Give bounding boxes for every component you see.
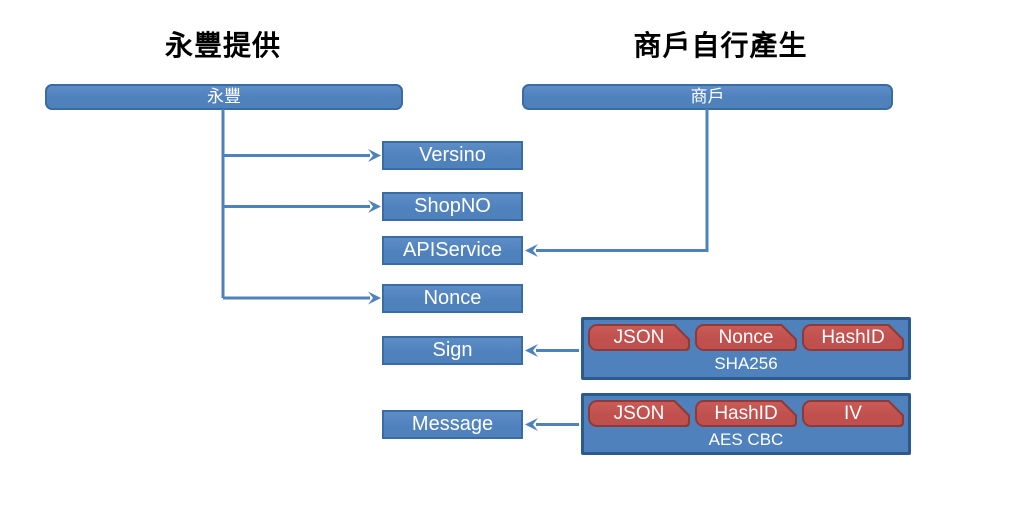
group-sha256: JSON Nonce HashID SHA256 xyxy=(581,317,911,380)
chip-hashid-label: HashID xyxy=(804,326,902,349)
bar-sinopac: 永豐 xyxy=(45,84,403,110)
field-versino: Versino xyxy=(382,141,523,170)
field-message: Message xyxy=(382,410,523,439)
group-aes-cbc: JSON HashID IV AES CBC xyxy=(581,393,911,455)
chip-json-label: JSON xyxy=(590,402,688,425)
chip-json: JSON xyxy=(588,324,690,351)
header-sinopac-provided: 永豐提供 xyxy=(164,30,281,61)
arrowhead-nonce xyxy=(368,291,381,305)
chip-hashid: HashID xyxy=(802,324,904,351)
arrowhead-apiservice xyxy=(525,244,538,257)
chip-json-label: JSON xyxy=(590,326,688,349)
arrowhead-sign xyxy=(525,344,538,357)
chip-hashid: HashID xyxy=(695,400,797,427)
field-apiservice: APIService xyxy=(382,236,523,265)
chip-nonce-label: Nonce xyxy=(697,326,795,349)
aes-cbc-chip-row: JSON HashID IV xyxy=(584,396,908,427)
sha256-label: SHA256 xyxy=(714,354,778,373)
connector-merchant-apiservice xyxy=(536,109,709,252)
field-nonce: Nonce xyxy=(382,284,523,313)
chip-hashid-label: HashID xyxy=(697,402,795,425)
field-sign: Sign xyxy=(382,336,523,365)
arrowhead-shopno xyxy=(368,200,381,213)
chip-nonce: Nonce xyxy=(695,324,797,351)
aes-cbc-label: AES CBC xyxy=(708,430,784,449)
header-merchant-generated: 商戶自行產生 xyxy=(633,30,808,61)
chip-iv-label: IV xyxy=(804,402,902,425)
sha256-chip-row: JSON Nonce HashID xyxy=(584,320,908,351)
chip-json: JSON xyxy=(588,400,690,427)
field-shopno: ShopNO xyxy=(382,192,523,221)
arrowhead-message xyxy=(525,418,538,431)
arrowhead-versino xyxy=(368,149,381,162)
bar-merchant: 商戶 xyxy=(522,84,893,110)
chip-iv: IV xyxy=(802,400,904,427)
